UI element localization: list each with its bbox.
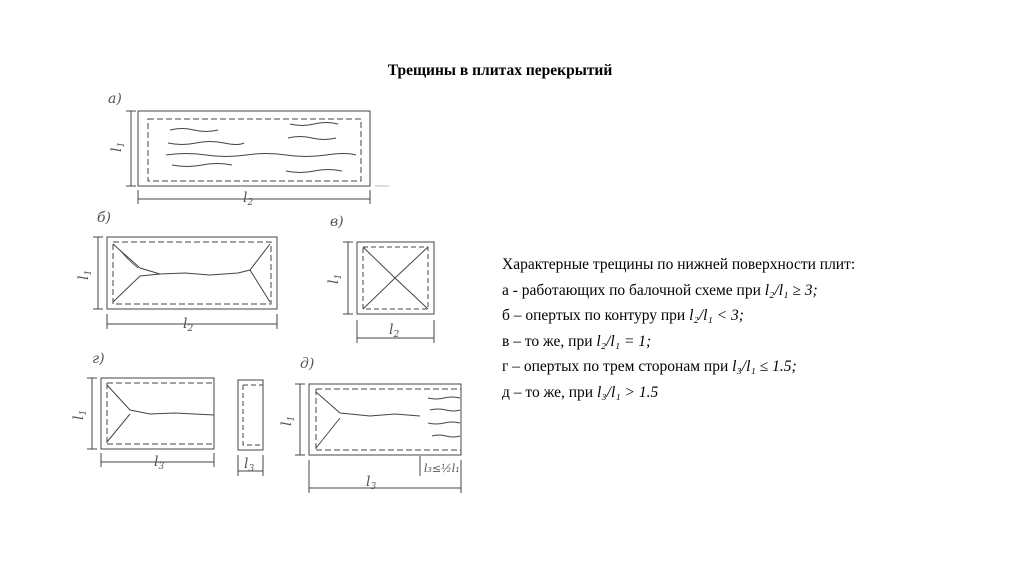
diagram-g	[87, 377, 264, 476]
caption-line-v: в – то же, при l₂/l₁ = 1;	[502, 332, 652, 350]
caption-line-g: г – опертых по трем сторонам при l₃/l₁ ≤…	[502, 358, 797, 375]
caption-heading: Характерные трещины по нижней поверхност…	[502, 256, 856, 273]
dim-l1-a: l1	[109, 142, 127, 152]
label-a: а)	[108, 91, 122, 107]
dim-l3-g-small: l3	[244, 456, 254, 474]
dim-l2-v: l2	[389, 322, 399, 340]
dim-l3-d: l3	[366, 474, 376, 492]
dim-l1-d: l1	[279, 416, 297, 426]
caption-line-b: б – опертых по контуру при l₂/l₁ < 3;	[502, 307, 744, 324]
diagram-d	[295, 383, 462, 493]
label-g: г)	[92, 351, 105, 367]
dim-l1-v: l1	[326, 274, 344, 284]
dim-l2-b: l2	[183, 316, 193, 334]
caption-line-d: д – то же, при l₃/l₁ > 1.5	[502, 383, 659, 401]
dim-l3-g: l3	[154, 454, 164, 472]
slide-title: Трещины в плитах перекрытий	[387, 62, 613, 79]
dim-l2-a: l2	[243, 190, 253, 208]
label-b: б)	[97, 210, 111, 226]
dim-l1-g: l1	[71, 410, 89, 420]
dim-ratio-small: l₃≤½l₁	[424, 462, 460, 475]
caption-line-a: а - работающих по балочной схеме при l₂/…	[502, 281, 818, 299]
diagram-v	[343, 241, 435, 343]
dim-l1-b: l1	[76, 270, 94, 280]
label-v: в)	[330, 214, 344, 230]
diagram-b	[93, 236, 278, 329]
diagram-a	[126, 110, 389, 204]
label-d: д)	[300, 356, 314, 372]
caption-block: Характерные трещины по нижней поверхност…	[502, 252, 1002, 405]
